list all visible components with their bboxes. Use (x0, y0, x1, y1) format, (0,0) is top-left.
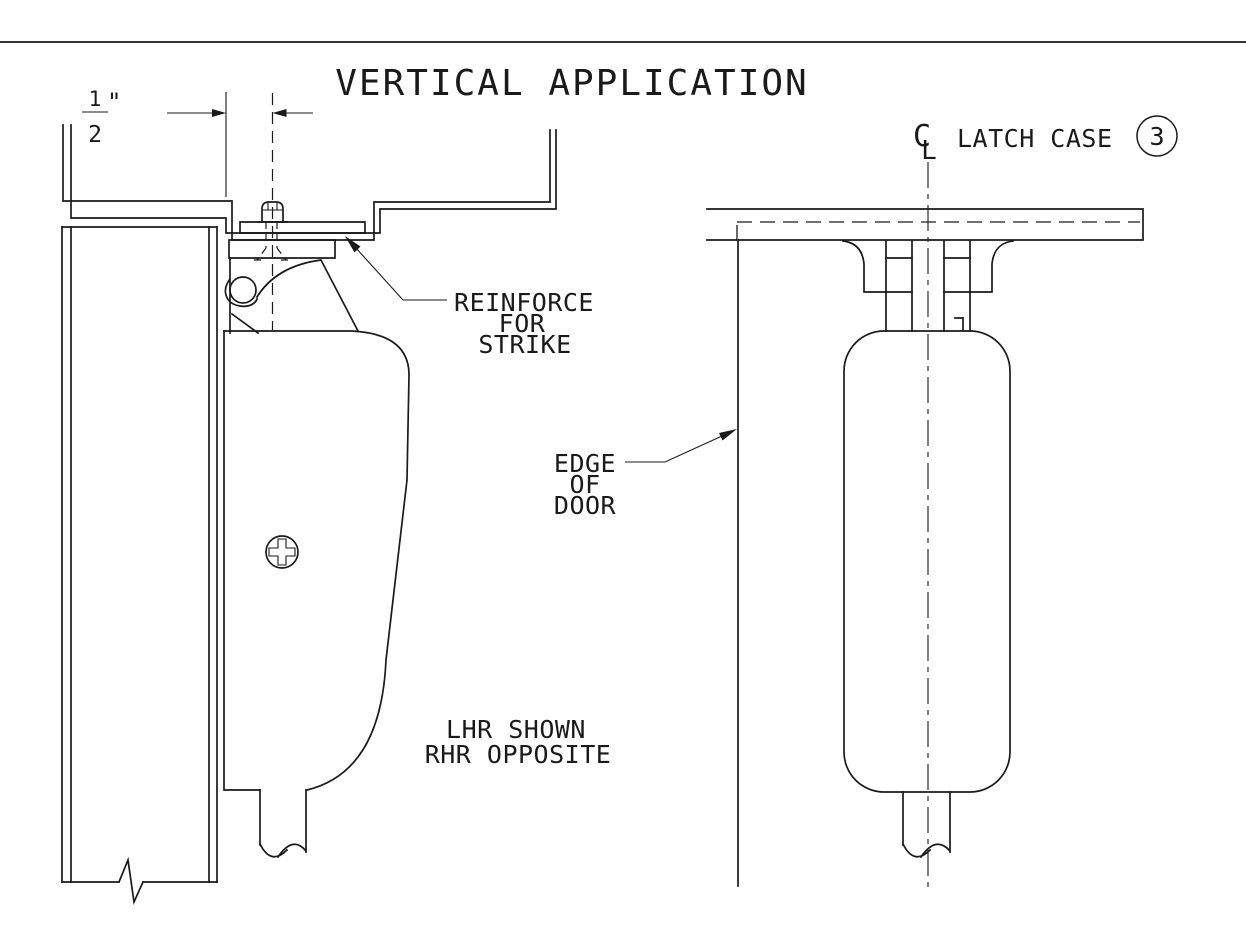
svg-text:REINFORCE: REINFORCE (454, 288, 594, 317)
latch-roller (224, 259, 360, 333)
label-edge-of-door: EDGE OF DOOR (554, 429, 737, 520)
svg-text:EDGE: EDGE (554, 449, 616, 478)
latch-bolt-edge (255, 259, 360, 333)
label-reinforce-for-strike: REINFORCE FOR STRIKE (345, 236, 594, 359)
strike-reinforcement (228, 221, 366, 335)
leader-arrowhead (345, 236, 361, 253)
break-line-zigzag (117, 856, 145, 906)
svg-text:LATCH CASE: LATCH CASE (957, 124, 1113, 153)
rod-break-symbol-right (901, 842, 952, 859)
svg-text:RHR OPPOSITE: RHR OPPOSITE (425, 740, 612, 769)
page-title: VERTICAL APPLICATION (335, 63, 808, 104)
centerline-symbol-c: C (913, 119, 931, 154)
detail-balloon-3: 3 (1136, 115, 1178, 157)
dimension-arrow-right (212, 109, 226, 117)
latch-case-body-right (843, 330, 1011, 859)
left-section-view: 1 2 " REINFORCE FOR STRIKE LHR SHOWN RHR… (61, 87, 612, 906)
door-section (61, 226, 218, 906)
svg-text:DOOR: DOOR (554, 491, 617, 520)
leader-line (345, 236, 447, 301)
leader-arrowhead (719, 429, 737, 441)
strike-bolt (254, 201, 289, 261)
vertical-rod-left-view (259, 789, 307, 853)
label-latch-case: C L LATCH CASE 3 (913, 115, 1178, 166)
dimension-denominator: 2 (88, 122, 102, 148)
phillips-screw (265, 535, 299, 569)
svg-text:STRIKE: STRIKE (478, 330, 571, 359)
dimension-half-inch: 1 2 " (82, 87, 313, 330)
dimension-numerator: 1 (89, 87, 102, 111)
dimension-arrow-left (272, 109, 287, 117)
latch-bracket (842, 240, 1014, 332)
rod-break-symbol (258, 842, 308, 859)
vertical-rod-right-view (902, 791, 951, 853)
hidden-line (736, 221, 1140, 240)
latch-case-body-left (223, 330, 410, 859)
dimension-unit-mark: " (107, 88, 121, 116)
label-handing: LHR SHOWN RHR OPPOSITE (425, 715, 612, 769)
svg-text:FOR: FOR (499, 309, 546, 338)
leader-line (625, 430, 734, 463)
centerline-symbol-l: L (921, 136, 937, 166)
frame-soffit-plate (706, 208, 1144, 241)
right-elevation-view: C L LATCH CASE 3 EDGE OF DOOR (554, 115, 1178, 888)
svg-text:3: 3 (1149, 122, 1164, 151)
svg-text:OF: OF (569, 470, 600, 499)
svg-text:LHR SHOWN: LHR SHOWN (446, 715, 586, 744)
